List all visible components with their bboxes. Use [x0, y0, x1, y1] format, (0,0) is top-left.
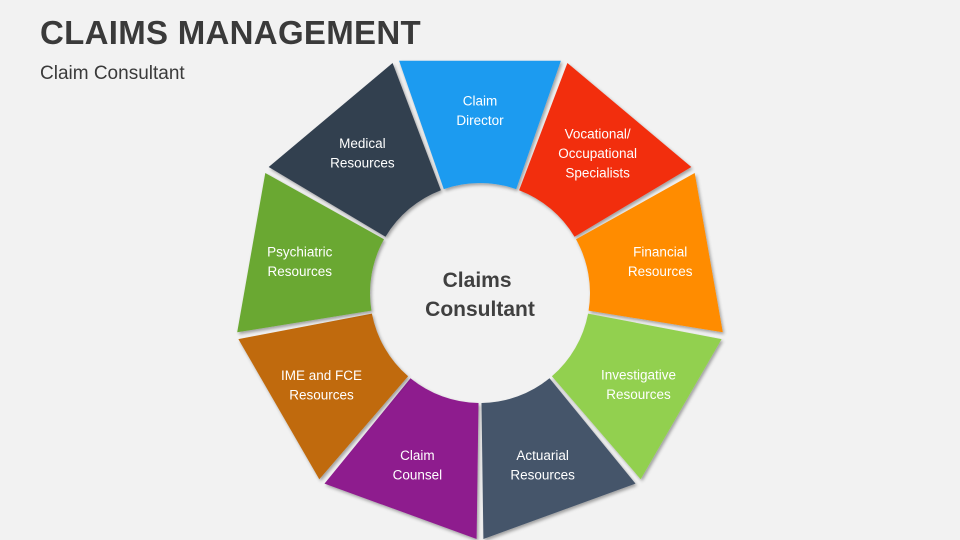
center-label: Claims Consultant: [425, 269, 535, 321]
segment-shape-actuarial-resources: [481, 378, 636, 539]
segment-label-line: Financial: [633, 245, 687, 260]
center-label-line-1: Claims: [443, 269, 512, 292]
center-circle: Claims Consultant: [378, 191, 582, 395]
segment-shape-claim-counsel: [324, 378, 479, 539]
segment-shape-ime-and-fce-resources: [238, 313, 409, 480]
segment-label-line: Resources: [330, 156, 395, 171]
segment-label-line: Claim: [400, 448, 435, 463]
segment-label-line: Medical: [339, 136, 386, 151]
segment-label-line: Resources: [268, 264, 333, 279]
segment-shape-vocational-occupational-specialists: [519, 63, 692, 237]
segment-shape-medical-resources: [268, 63, 441, 237]
slide-subtitle: Claim Consultant: [40, 63, 185, 84]
segment-label-line: Resources: [628, 264, 693, 279]
center-label-line-2: Consultant: [425, 298, 535, 321]
segment-label-line: Actuarial: [516, 448, 569, 463]
segment-label-line: IME and FCE: [281, 368, 362, 383]
segment-shape-claim-director: [399, 60, 561, 190]
segment-label-line: Resources: [289, 387, 354, 402]
segment-label-line: Counsel: [393, 468, 443, 483]
segment-shape-investigative-resources: [551, 313, 722, 480]
segment-label-line: Resources: [606, 387, 671, 402]
slide-title: CLAIMS MANAGEMENT: [40, 14, 421, 51]
segment-label-line: Specialists: [565, 165, 630, 180]
segment-label-line: Claim: [463, 93, 498, 108]
segment-label-line: Investigative: [601, 368, 676, 383]
segment-shape-psychiatric-resources: [237, 173, 384, 333]
segment-label-line: Resources: [510, 468, 575, 483]
segment-label-line: Vocational/: [565, 126, 631, 141]
segment-shape-financial-resources: [576, 173, 723, 333]
segment-label-line: Director: [456, 113, 504, 128]
segment-label-line: Psychiatric: [267, 245, 333, 260]
segment-label-ime-and-fce-resources: IME and FCE Resources: [281, 368, 362, 403]
segment-ime-and-fce-resources: IME and FCE Resources: [238, 313, 409, 480]
segment-label-line: Occupational: [558, 146, 637, 161]
center-hub: [378, 191, 582, 395]
